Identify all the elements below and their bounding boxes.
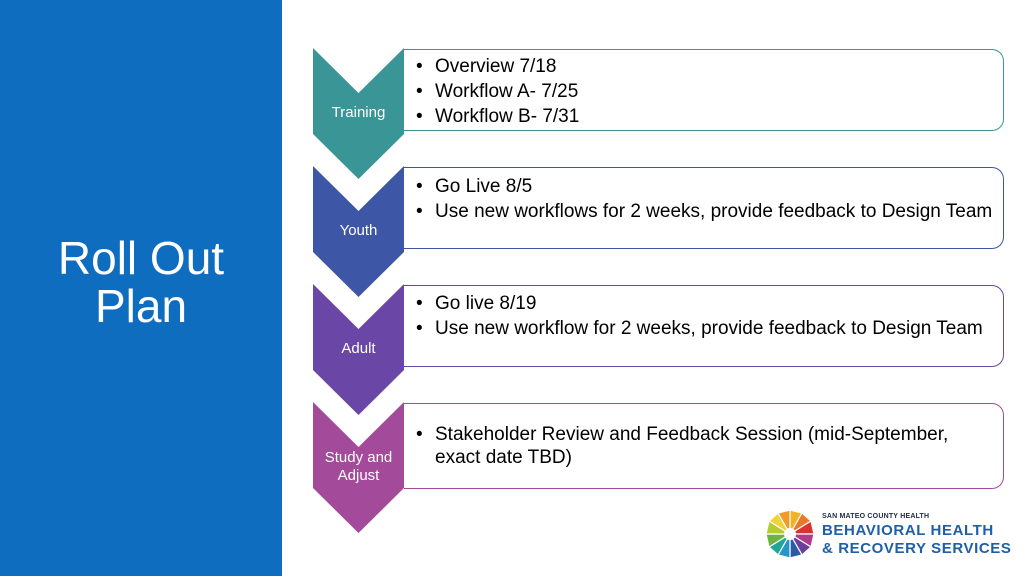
chevron-label-training: Training [313,104,404,122]
training-bullet-list: Overview 7/18 Workflow A- 7/25 Workflow … [416,55,995,130]
left-title-panel: Roll Out Plan [0,0,282,576]
bullet-item: Workflow B- 7/31 [416,105,995,128]
adult-bullet-list: Go live 8/19 Use new workflow for 2 week… [416,292,995,342]
chevron-label-youth-text: Youth [339,222,378,239]
chevron-youth: Youth [313,166,404,297]
chevron-adult: Adult [313,284,404,415]
slide-title: Roll Out Plan [0,234,282,330]
bullet-item: Use new workflow for 2 weeks, provide fe… [416,317,995,340]
slide-title-line-2: Plan [94,280,188,332]
logo-line-2: & RECOVERY SERVICES [822,540,1012,557]
chevron-training: Training [313,48,404,179]
chevron-label-study-line-1: Study and [324,449,393,466]
chevron-label-youth: Youth [313,222,404,240]
bullet-item: Overview 7/18 [416,55,995,78]
logo-line-1: BEHAVIORAL HEALTH [822,522,994,539]
bullet-item: Workflow A- 7/25 [416,80,995,103]
chevron-label-adult: Adult [313,340,404,358]
bullet-item: Stakeholder Review and Feedback Session … [416,423,995,469]
chevron-study-and-adjust: Study and Adjust [313,402,404,533]
content-box-study-and-adjust: Stakeholder Review and Feedback Session … [404,403,1004,489]
slide-title-line-1: Roll Out [57,232,225,284]
content-box-training: Overview 7/18 Workflow A- 7/25 Workflow … [404,49,1004,131]
bullet-item: Go Live 8/5 [416,175,995,198]
chevron-label-study-and-adjust: Study and Adjust [313,449,404,485]
bullet-item: Use new workflows for 2 weeks, provide f… [416,200,995,223]
youth-bullet-list: Go Live 8/5 Use new workflows for 2 week… [416,175,995,225]
study-bullet-list: Stakeholder Review and Feedback Session … [416,423,995,471]
chevron-label-study-line-2: Adjust [337,467,380,484]
chevron-label-adult-text: Adult [341,340,376,357]
bullet-item: Go live 8/19 [416,292,995,315]
mosaic-circle-logo-icon [765,509,815,559]
content-box-youth: Go Live 8/5 Use new workflows for 2 week… [404,167,1004,249]
chevron-label-training-text: Training [331,104,386,121]
content-box-adult: Go live 8/19 Use new workflow for 2 week… [404,285,1004,367]
behavioral-health-logo: SAN MATEO COUNTY HEALTH BEHAVIORAL HEALT… [764,508,1014,560]
logo-county-text: SAN MATEO COUNTY HEALTH [822,513,930,520]
